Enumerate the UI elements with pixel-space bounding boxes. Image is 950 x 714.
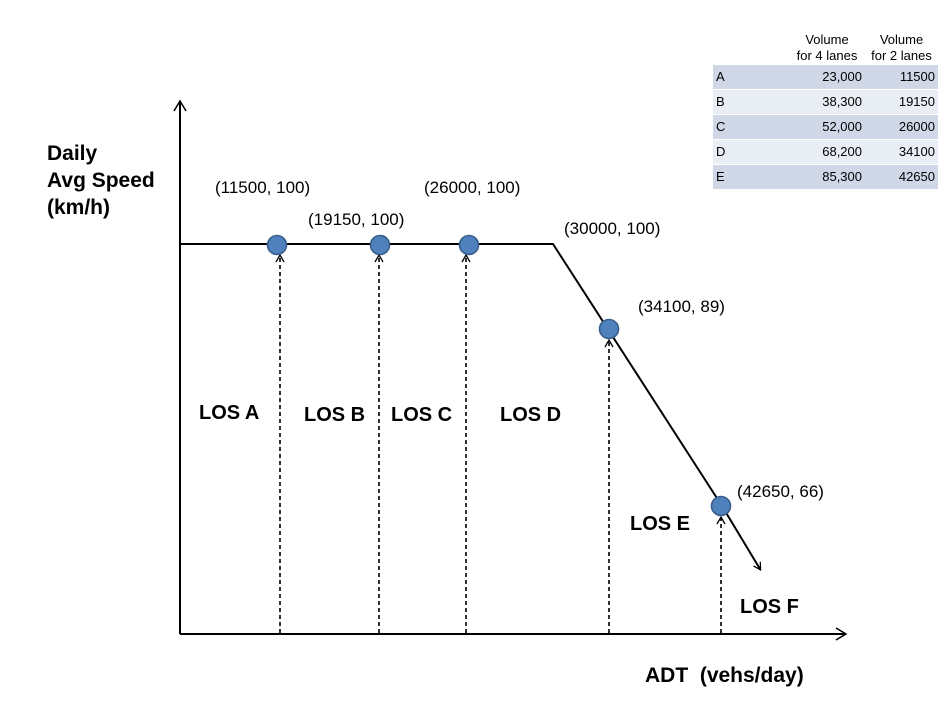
table-cell-volume-2-lanes: 42650 bbox=[865, 164, 938, 190]
table-row: E 85,300 42650 bbox=[713, 164, 938, 190]
table-cell-volume-2-lanes: 26000 bbox=[865, 114, 938, 140]
point-label-2: (19150, 100) bbox=[308, 210, 404, 229]
x-axis-title: ADT (vehs/day) bbox=[645, 664, 804, 687]
table-cell-volume-4-lanes: 23,000 bbox=[789, 65, 865, 90]
point-label-6: (42650, 66) bbox=[737, 482, 824, 501]
los-label-e: LOS E bbox=[630, 513, 690, 535]
point-marker-3 bbox=[458, 234, 480, 256]
volume-table-header-row: Volume for 4 lanes Volume for 2 lanes bbox=[713, 29, 938, 65]
y-axis-title-line-2: Avg Speed bbox=[47, 169, 155, 192]
table-cell-volume-4-lanes: 52,000 bbox=[789, 114, 865, 140]
los-label-f: LOS F bbox=[740, 596, 799, 618]
los-label-a: LOS A bbox=[199, 402, 259, 424]
volume-table-header-2-lanes: Volume for 2 lanes bbox=[865, 29, 938, 65]
table-row: B 38,300 19150 bbox=[713, 89, 938, 115]
point-marker-2 bbox=[369, 234, 391, 256]
header-2-lanes-line-2: for 2 lanes bbox=[871, 48, 932, 63]
point-label-3: (26000, 100) bbox=[424, 178, 520, 197]
table-cell-los: E bbox=[713, 164, 789, 190]
table-cell-volume-4-lanes: 68,200 bbox=[789, 139, 865, 165]
point-label-5: (34100, 89) bbox=[638, 297, 725, 316]
header-4-lanes-line-1: Volume bbox=[805, 32, 849, 47]
speed-flow-curve bbox=[180, 243, 723, 507]
y-axis-title-line-3: (km/h) bbox=[47, 196, 110, 219]
table-cell-los: A bbox=[713, 65, 789, 90]
table-row: C 52,000 26000 bbox=[713, 114, 938, 140]
header-2-lanes-line-1: Volume bbox=[879, 32, 924, 47]
table-cell-volume-2-lanes: 11500 bbox=[865, 65, 938, 90]
header-4-lanes-line-2: for 4 lanes bbox=[796, 48, 858, 63]
point-label-4: (30000, 100) bbox=[564, 219, 660, 238]
y-axis-title: Daily Avg Speed (km/h) bbox=[47, 142, 161, 219]
table-cell-los: C bbox=[713, 114, 789, 140]
table-cell-volume-2-lanes: 19150 bbox=[865, 89, 938, 115]
point-label-1: (11500, 100) bbox=[215, 178, 310, 197]
table-row: D 68,200 34100 bbox=[713, 139, 938, 165]
volume-table-header-los bbox=[713, 29, 789, 65]
point-marker-1 bbox=[266, 234, 288, 256]
curve-extension-arrow bbox=[721, 505, 762, 571]
y-axis-title-line-1: Daily bbox=[47, 142, 98, 165]
table-cell-volume-2-lanes: 34100 bbox=[865, 139, 938, 165]
los-label-d: LOS D bbox=[500, 404, 561, 426]
table-cell-los: B bbox=[713, 89, 789, 115]
los-label-b: LOS B bbox=[304, 404, 365, 426]
los-label-c: LOS C bbox=[391, 404, 452, 426]
table-cell-volume-4-lanes: 85,300 bbox=[789, 164, 865, 190]
table-row: A 23,000 11500 bbox=[713, 65, 938, 90]
table-cell-los: D bbox=[713, 139, 789, 165]
point-marker-6 bbox=[710, 495, 732, 517]
volume-table: Volume for 4 lanes Volume for 2 lanes A … bbox=[713, 29, 938, 190]
table-cell-volume-4-lanes: 38,300 bbox=[789, 89, 865, 115]
volume-table-header-4-lanes: Volume for 4 lanes bbox=[789, 29, 865, 65]
point-marker-5 bbox=[598, 318, 620, 340]
point-markers bbox=[266, 234, 732, 517]
